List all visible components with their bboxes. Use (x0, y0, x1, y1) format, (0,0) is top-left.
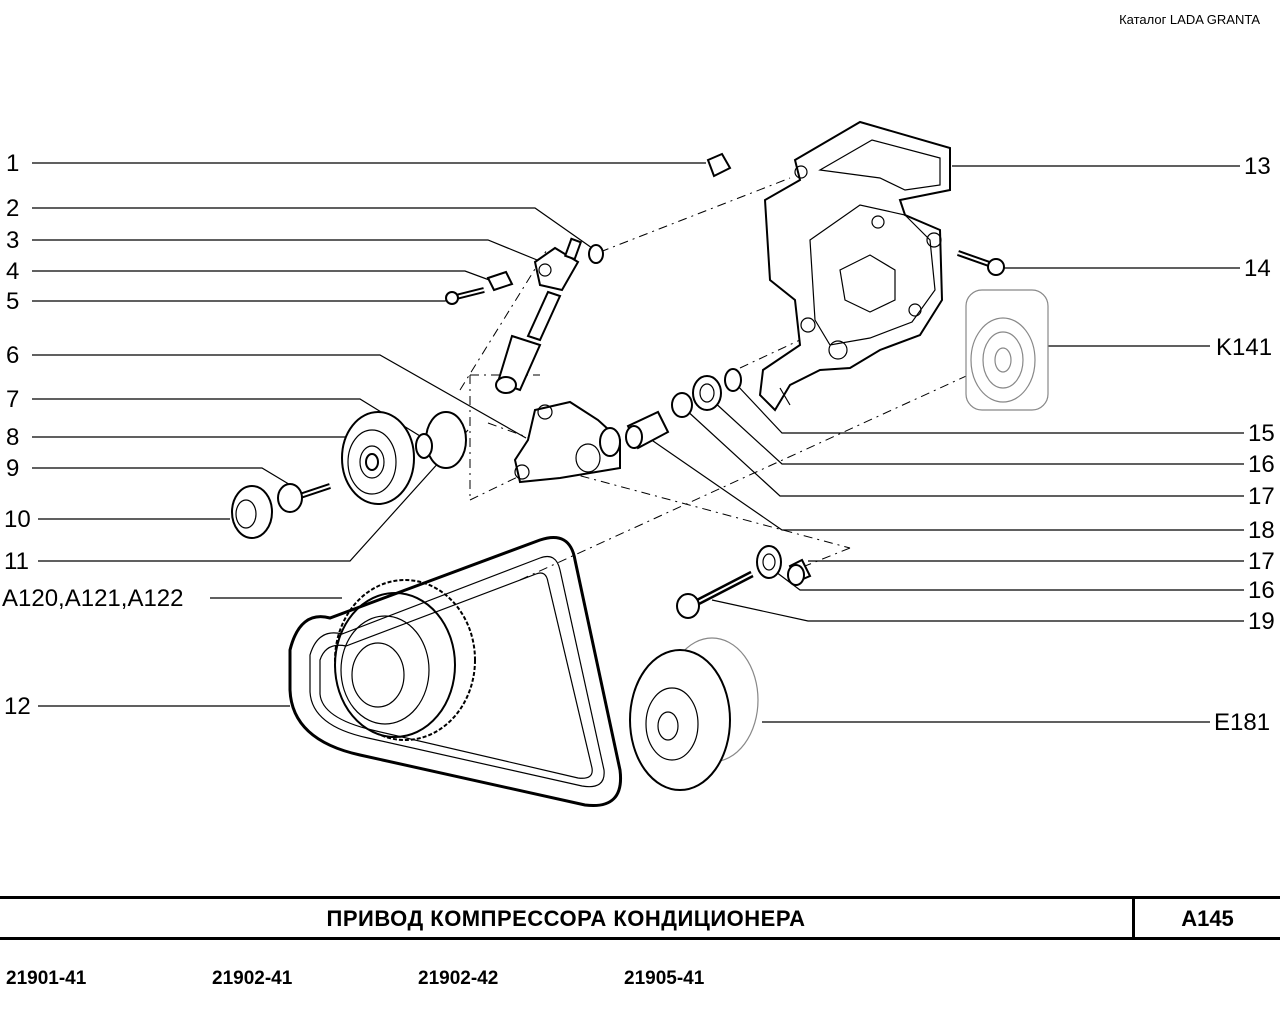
compressor-bracket (758, 120, 951, 412)
label-e181: E181 (1214, 709, 1270, 736)
label-1: 1 (6, 150, 19, 177)
tensioner-damper (445, 152, 732, 394)
label-16-upper: 16 (1248, 451, 1275, 478)
label-5: 5 (6, 288, 19, 315)
label-k141: K141 (1216, 334, 1272, 361)
model-code: 21905-41 (624, 968, 705, 989)
parts-diagram: 1 2 3 4 5 6 7 8 9 10 11 A120,A121,A122 1… (2, 120, 1275, 808)
label-9: 9 (6, 455, 19, 482)
idler-pulley (231, 411, 467, 539)
label-6: 6 (6, 342, 19, 369)
label-18: 18 (1248, 517, 1275, 544)
label-12: 12 (4, 693, 31, 720)
label-7: 7 (6, 386, 19, 413)
label-10: 10 (4, 506, 31, 533)
callout-labels-left: 1 2 3 4 5 6 7 8 9 10 11 A120,A121,A122 1… (2, 150, 184, 720)
title-block: ПРИВОД КОМПРЕССОРА КОНДИЦИОНЕРА A145 (0, 896, 1280, 940)
sheet-code: A145 (1181, 906, 1234, 931)
label-4: 4 (6, 258, 19, 285)
leader-lines-right (639, 165, 1244, 723)
model-list: 21901-41 21902-41 21902-42 21905-41 (0, 968, 1280, 992)
catalog-header: Каталог LADA GRANTA (1119, 12, 1260, 27)
bolt-19 (676, 545, 812, 619)
model-code: 21902-42 (418, 968, 499, 989)
sleeve-18 (625, 410, 670, 450)
model-code: 21902-41 (212, 968, 293, 989)
washers-upper (671, 368, 742, 418)
label-13: 13 (1244, 153, 1271, 180)
compressor-clutch-e181 (629, 637, 759, 791)
assembly-title: ПРИВОД КОМПРЕССОРА КОНДИЦИОНЕРА (0, 899, 1135, 937)
label-17-lower: 17 (1248, 548, 1275, 575)
tensioner-arm (513, 400, 621, 484)
label-15: 15 (1248, 420, 1275, 447)
label-2: 2 (6, 195, 19, 222)
label-16-lower: 16 (1248, 577, 1275, 604)
model-code: 21901-41 (6, 968, 87, 989)
leader-lines-left (32, 162, 706, 707)
label-19: 19 (1248, 608, 1275, 635)
label-17-upper: 17 (1248, 483, 1275, 510)
callout-labels-right: 13 14 K141 15 16 17 18 17 16 19 E181 (1214, 153, 1275, 736)
label-11: 11 (4, 548, 29, 575)
tensioner-ghost-k141 (965, 289, 1049, 411)
bolt-14 (957, 250, 1005, 276)
label-3: 3 (6, 227, 19, 254)
drive-belt (288, 536, 623, 808)
label-8: 8 (6, 424, 19, 451)
label-a120: A120,A121,A122 (2, 585, 184, 612)
label-14: 14 (1244, 255, 1271, 282)
crankshaft-pulley (334, 579, 476, 741)
